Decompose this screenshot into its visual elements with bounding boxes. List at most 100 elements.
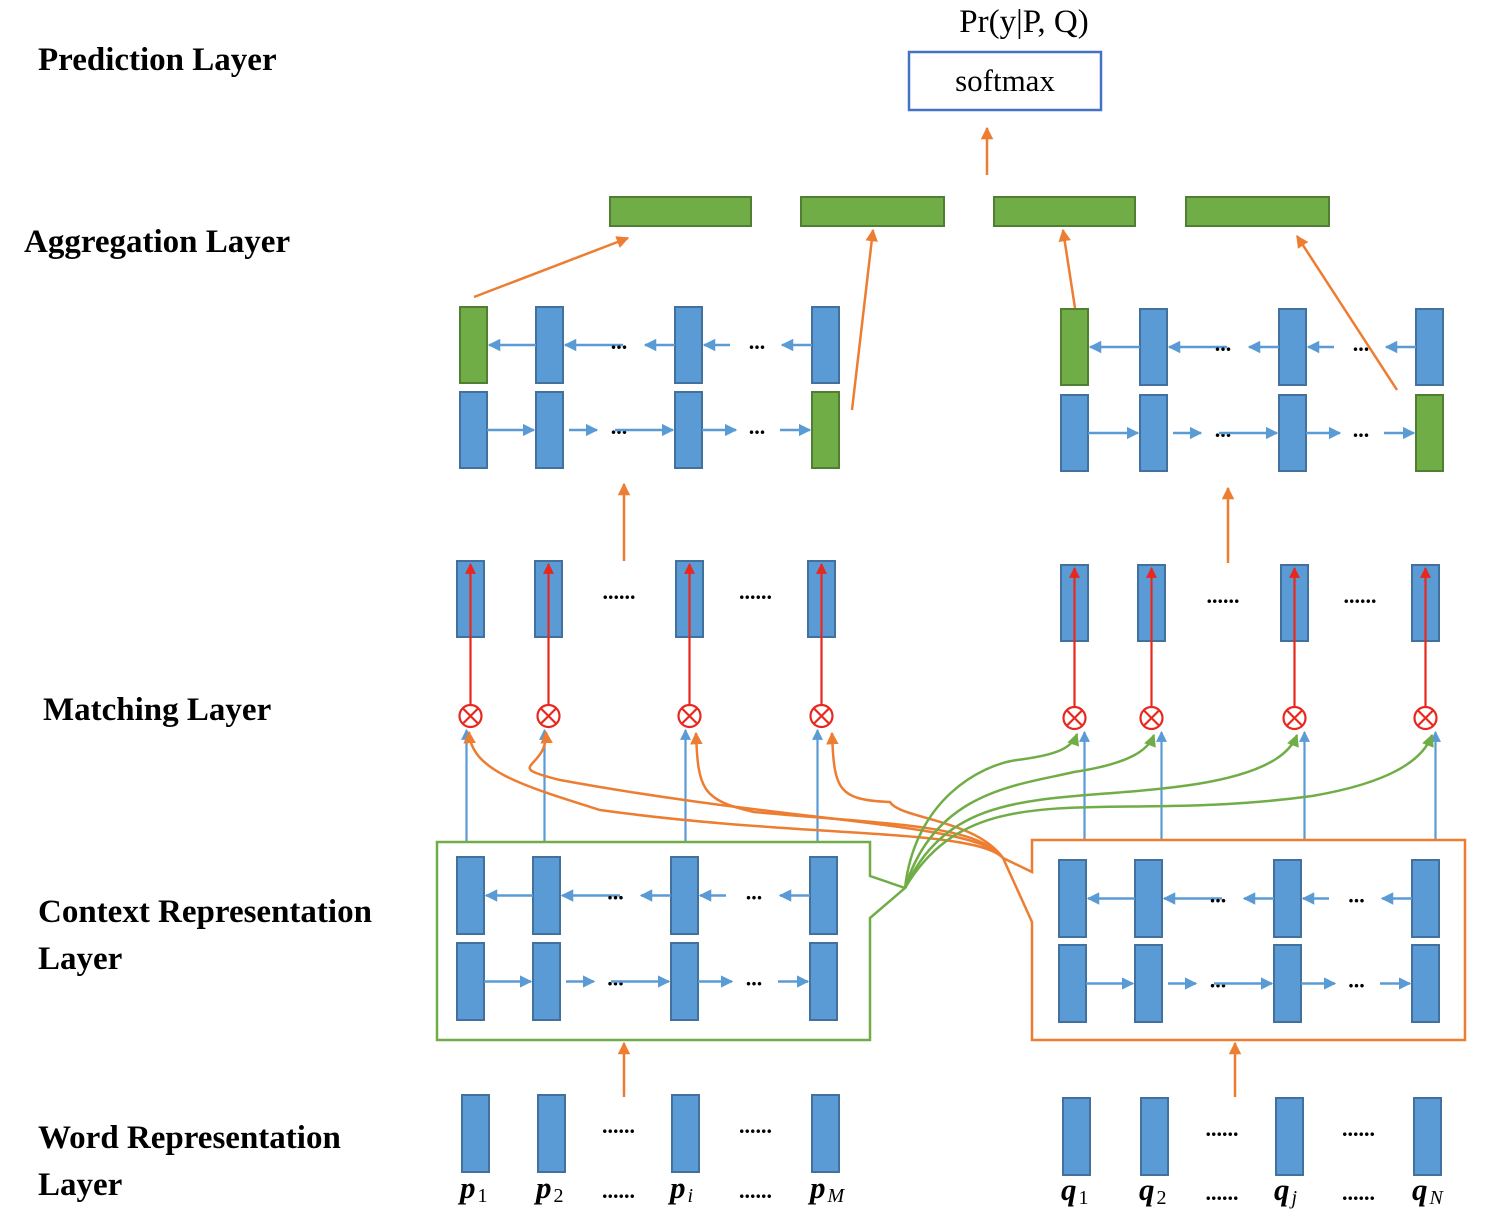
agg-question-forward-node-4 [1415,394,1444,472]
agg-passage-forward-node-3 [674,391,703,469]
question-token-subscript-3: j [1289,1187,1298,1209]
ctx-question-forward-node-1 [1058,944,1087,1023]
passage-multiply-cross-b-4 [813,707,830,725]
agg-passage-backward-node-4 [811,306,840,384]
ctx-passage-forward-ellipsis-2: ... [746,966,763,991]
question-token-subscript-4: N [1429,1187,1445,1209]
passage-word-ellipsis-1: ...... [602,1113,635,1138]
agg-passage-backward-ellipsis-2: ... [749,329,766,354]
question-token-base-3: q [1274,1172,1290,1207]
passage-word-vector-2 [537,1094,566,1173]
agg-question-forward-ellipsis-2: ... [1353,417,1370,442]
passage-word-vector-4 [811,1094,840,1173]
agg-passage-forward-node-1 [459,391,488,469]
prediction-layer-label: Prediction Layer [38,42,277,78]
question-multiply-cross-b-4 [1417,709,1434,727]
question-word-vector-3 [1275,1097,1304,1176]
agg-passage-bilstm: ............ [459,306,840,469]
ctx-question-forward-ellipsis-1: ... [1210,968,1227,993]
passage-token-subscript-3: i [688,1185,694,1207]
passage-token-base-4: p [807,1170,826,1205]
context-layer-label-line2: Layer [38,941,122,977]
aggregation-vector-1 [609,196,752,227]
passage-word-vector-1 [461,1094,490,1173]
agg-passage-backward-node-2 [535,306,564,384]
question-attention-curve-4 [903,733,1434,889]
ctx-passage-forward-node-4 [809,942,838,1021]
question-word-vector-1 [1062,1097,1091,1176]
passage-token-base-1: p [457,1170,476,1205]
question-token-subscript-2: 2 [1157,1187,1167,1209]
agg-question-backward-node-2 [1139,308,1168,386]
agg-arrow-1 [473,236,630,299]
ctx-question-backward-node-2 [1134,859,1163,938]
agg-passage-forward-node-2 [535,391,564,469]
agg-question-forward-node-2 [1139,394,1168,472]
question-attention-curve-1 [903,732,1080,889]
ctx-question-backward-ellipsis-2: ... [1348,883,1365,908]
agg-question-backward-node-1 [1060,308,1089,386]
question-matched-ellipsis-1: ...... [1207,583,1240,608]
agg-passage-forward-ellipsis-1: ... [611,414,628,439]
passage-attention-curve-2 [528,730,1004,859]
cross-matching-curves [463,730,1434,889]
question-token-ellipsis-2: ...... [1342,1180,1375,1205]
ctx-question-forward-node-2 [1134,944,1163,1023]
agg-arrow-3 [1058,228,1077,309]
agg-question-forward-node-3 [1278,394,1307,472]
passage-attention-curve-3 [690,731,1004,859]
question-token-subscript-1: 1 [1079,1187,1089,1209]
agg-question-forward-ellipsis-1: ... [1215,417,1232,442]
agg-question-backward-node-4 [1415,308,1444,386]
question-attention-curve-2 [903,733,1156,889]
agg-question-backward-ellipsis-1: ... [1215,331,1232,356]
ctx-passage-backward-ellipsis-2: ... [746,880,763,905]
ctx-question-backward-node-4 [1411,859,1440,938]
ctx-question-bilstm: ............ [1058,859,1440,1023]
question-word-ellipsis-2: ...... [1342,1116,1375,1141]
context-layer-label-line1: Context Representation [38,894,372,930]
ctx-passage-forward-node-1 [456,942,485,1021]
ctx-passage-bilstm: ............ [456,856,838,1021]
softmax-box [907,50,1103,112]
ctx-passage-backward-node-4 [809,856,838,935]
agg-passage-backward-node-3 [674,306,703,384]
question-attention-curve-3 [903,733,1299,889]
passage-token-ellipsis-2: ...... [739,1178,772,1203]
ctx-passage-backward-node-3 [670,856,699,935]
passage-word-ellipsis-2: ...... [739,1113,772,1138]
word-layer-label-line1: Word Representation [38,1120,341,1156]
passage-matched-ellipsis-2: ...... [739,579,772,604]
passage-attention-curve-4 [826,731,1005,859]
passage-token-base-2: p [533,1170,552,1205]
agg-arrow-2 [850,228,878,411]
question-word-vector-4 [1413,1097,1442,1176]
passage-token-subscript-4: M [827,1185,846,1207]
question-matched-ellipsis-2: ...... [1344,583,1377,608]
matching-layer-label: Matching Layer [43,692,271,728]
passage-multiply-cross-b-2 [540,707,557,725]
ctx-passage-forward-ellipsis-1: ... [607,966,624,991]
passage-word-vector-3 [671,1094,700,1173]
question-word-ellipsis-1: ...... [1206,1116,1239,1141]
output-probability-label: Pr(y|P, Q) [959,4,1088,40]
ctx-question-forward-node-3 [1273,944,1302,1023]
ctx-question-backward-node-3 [1273,859,1302,938]
ctx-passage-backward-node-1 [456,856,485,935]
word-layer-label-line2: Layer [38,1167,122,1203]
aggregation-layer-label: Aggregation Layer [24,224,290,260]
question-word-vector-2 [1140,1097,1169,1176]
question-token-ellipsis-1: ...... [1206,1180,1239,1205]
question-multiply-cross-b-1 [1066,709,1083,727]
ctx-question-backward-node-1 [1058,859,1087,938]
ctx-question-forward-ellipsis-2: ... [1348,968,1365,993]
question-token-base-2: q [1139,1172,1155,1207]
